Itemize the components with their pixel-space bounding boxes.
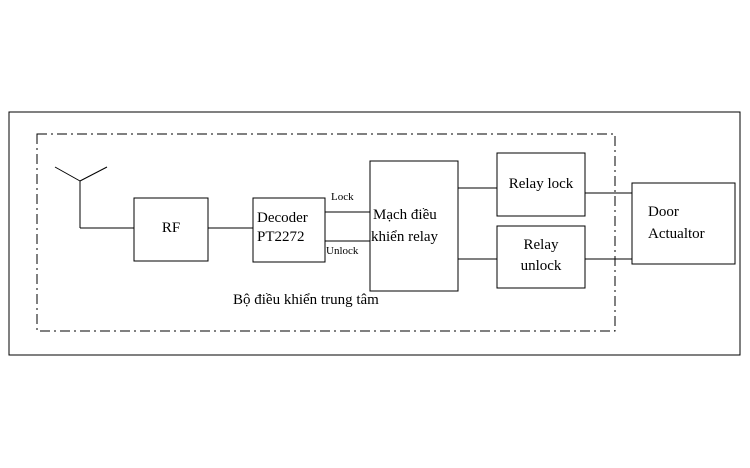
connections: [208, 187, 632, 260]
decoder-label-line1: Decoder: [257, 210, 308, 226]
relay-control-label-line2: khiển relay: [371, 229, 439, 245]
door-actuator-label-line2: Actualtor: [648, 226, 705, 242]
central-controller-boundary: [36, 133, 616, 332]
lock-signal-label: Lock: [331, 191, 354, 203]
door-actuator-block: [631, 182, 736, 265]
antenna-icon: [54, 166, 134, 229]
relay-control-block: [369, 160, 459, 292]
relay-lock-block: [496, 152, 586, 217]
door-actuator-label-line1: Door: [648, 204, 679, 220]
rf-block: [133, 197, 209, 262]
relay-unlock-label-line1: Relay: [523, 237, 559, 253]
relay-unlock-block: [496, 225, 586, 289]
unlock-signal-label: Unlock: [326, 245, 359, 257]
decoder-block: [252, 197, 326, 263]
outer-frame: [8, 111, 741, 356]
central-controller-label: Bộ điều khiển trung tâm: [233, 292, 379, 308]
relay-unlock-label-line2: unlock: [520, 258, 562, 274]
relay-control-label-line1: Mạch điều: [373, 207, 437, 223]
rf-label: RF: [161, 220, 181, 236]
relay-lock-label: Relay lock: [508, 176, 574, 192]
decoder-label-line2: PT2272: [257, 229, 305, 245]
